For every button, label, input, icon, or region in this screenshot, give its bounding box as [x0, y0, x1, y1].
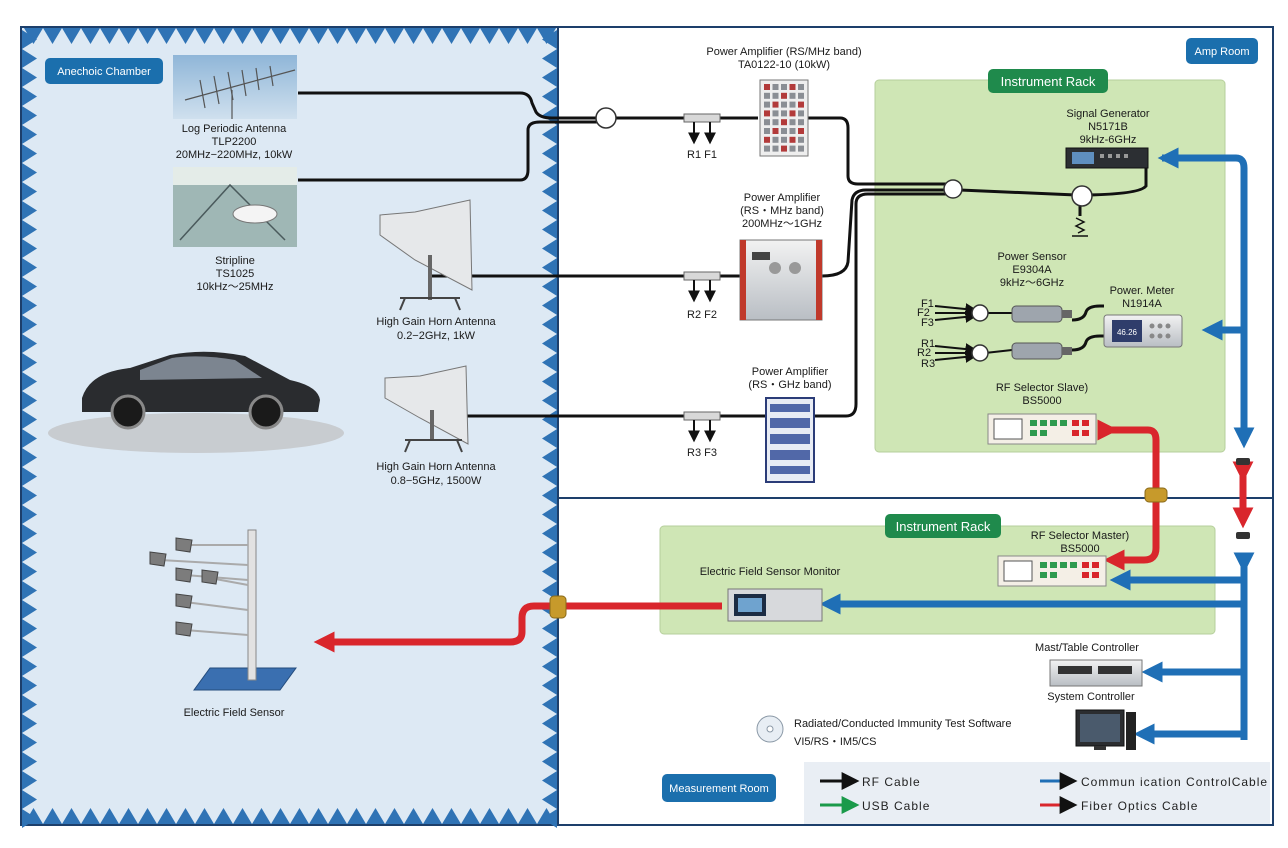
stripline: Stripline TS1025 10kHz〜25MHz [173, 167, 297, 293]
power-amplifier-1: Power Amplifier (RS/MHz band) TA0122-10 … [706, 46, 862, 157]
amp-room-tag: Amp Room [1186, 38, 1258, 64]
amp1-model: TA0122-10 (10kW) [738, 59, 830, 71]
sensor-port-leads [934, 303, 1013, 363]
amp-room-label: Amp Room [1194, 46, 1249, 58]
immunity-software: Radiated/Conducted Immunity Test Softwar… [756, 715, 1011, 748]
horn2-name: High Gain Horn Antenna [376, 461, 496, 473]
amp2-name: Power Amplifier [744, 192, 821, 204]
horn1-range: 0.2−2GHz, 1kW [397, 330, 476, 342]
legend-usb: USB Cable [862, 799, 930, 813]
car-eut [48, 351, 344, 453]
system-controller-label: System Controller [1047, 691, 1135, 703]
legend-comm: Commun ication ControlCable [1081, 775, 1268, 789]
anechoic-chamber-tag: Anechoic Chamber [45, 58, 163, 84]
efs-monitor: Electric Field Sensor Monitor [700, 566, 841, 622]
log-periodic-antenna: Log Periodic Antenna TLP2200 20MHz−220MH… [173, 55, 297, 161]
amp3-band: (RS・GHz band) [748, 379, 831, 391]
legend-rf: RF Cable [862, 775, 921, 789]
sensor-port-labels: F1 F2 F3 R1 R2 R3 [917, 298, 935, 370]
software-name: Radiated/Conducted Immunity Test Softwar… [794, 718, 1011, 730]
meter-readout: 46.26 [1117, 328, 1138, 337]
switch-1-label: R1 F1 [687, 149, 717, 161]
r-switch-icon [971, 344, 989, 362]
horn-antenna-1: High Gain Horn Antenna 0.2−2GHz, 1kW [376, 199, 497, 342]
rf-cables [298, 91, 1148, 418]
horn1-name: High Gain Horn Antenna [376, 316, 496, 328]
sensor-range: 9kHz〜6GHz [1000, 277, 1064, 289]
legend: RF Cable USB Cable Commun ication Contro… [804, 762, 1270, 824]
fiber-feedthrough-2 [549, 595, 567, 619]
sg-model: N5171B [1088, 121, 1128, 133]
rf-selector-master: RF Selector Master) BS5000 [997, 530, 1129, 587]
mast-table-controller: Mast/Table Controller [1035, 642, 1143, 687]
fiber-converter-top-icon [1236, 458, 1250, 465]
port-f1: F1 [921, 298, 934, 310]
power-sensor: Power Sensor E9304A 9kHz〜6GHz [997, 251, 1072, 360]
port-f3: F3 [921, 317, 934, 329]
stripline-name: Stripline [215, 255, 255, 267]
rf-splitters [595, 107, 1093, 362]
efs-monitor-label: Electric Field Sensor Monitor [700, 566, 841, 578]
upper-instrument-rack: Instrument Rack [874, 69, 1226, 453]
power-meter: 46.26 Power. Meter N1914A [1103, 285, 1183, 348]
switch-2-label: R2 F2 [687, 309, 717, 321]
amp1-name: Power Amplifier (RS/MHz band) [706, 46, 861, 58]
input-combiner-icon [595, 107, 617, 129]
meter-name: Power. Meter [1110, 285, 1175, 297]
port-r3: R3 [921, 358, 935, 370]
f-switch-icon [971, 304, 989, 322]
master-model: BS5000 [1060, 543, 1099, 555]
horn2-range: 0.8−5GHz, 1500W [391, 475, 482, 487]
measurement-room-label: Measurement Room [669, 783, 769, 795]
master-name: RF Selector Master) [1031, 530, 1129, 542]
port-f2: F2 [917, 307, 930, 319]
rf-selector-slave: RF Selector Slave) BS5000 [987, 382, 1097, 445]
software-product: VI5/RS・IM5/CS [794, 736, 877, 748]
upper-rack-label: Instrument Rack [1001, 74, 1096, 89]
signal-generator: Signal Generator N5171B 9kHz-6GHz [1065, 108, 1150, 169]
system-controller: System Controller [1047, 691, 1136, 750]
lpa-name: Log Periodic Antenna [182, 123, 287, 135]
amp3-name: Power Amplifier [752, 366, 829, 378]
port-r1: R1 [921, 338, 935, 350]
measurement-room-tag: Measurement Room [662, 774, 776, 802]
electric-field-sensor: Electric Field Sensor [149, 529, 297, 719]
stripline-range: 10kHz〜25MHz [196, 281, 273, 293]
coax-switch-3: R3 F3 [683, 411, 721, 459]
slave-model: BS5000 [1022, 395, 1061, 407]
mast-label: Mast/Table Controller [1035, 642, 1139, 654]
absorber-pattern [22, 28, 557, 828]
sensor-model: E9304A [1012, 264, 1052, 276]
anechoic-chamber-label: Anechoic Chamber [57, 66, 151, 78]
horn-antenna-2: High Gain Horn Antenna 0.8−5GHz, 1500W [376, 365, 497, 487]
power-amplifier-3: Power Amplifier (RS・GHz band) [748, 366, 832, 483]
lower-rack-label: Instrument Rack [896, 519, 991, 534]
amp-combiner-icon [943, 179, 963, 199]
sensor-name: Power Sensor [997, 251, 1066, 263]
power-amplifier-2: Power Amplifier (RS・MHz band) 200MHz〜1GH… [739, 192, 824, 321]
coax-switch-2: R2 F2 [683, 271, 721, 321]
port-r2: R2 [917, 347, 931, 359]
slave-name: RF Selector Slave) [996, 382, 1088, 394]
fiber-feedthrough-1 [1144, 487, 1168, 503]
fiber-converter-bottom-icon [1236, 532, 1250, 539]
switch-3-label: R3 F3 [687, 447, 717, 459]
coax-switch-1: R1 F1 [683, 113, 721, 161]
meter-model: N1914A [1122, 298, 1162, 310]
sg-range: 9kHz-6GHz [1080, 134, 1137, 146]
directional-coupler-icon [1071, 185, 1093, 207]
sg-name: Signal Generator [1066, 108, 1149, 120]
lpa-model: TLP2200 [212, 136, 257, 148]
load-icon [1072, 217, 1088, 237]
stripline-model: TS1025 [216, 268, 255, 280]
amp2-range: 200MHz〜1GHz [742, 218, 822, 230]
communication-cables [819, 154, 1255, 745]
legend-fiber: Fiber Optics Cable [1081, 799, 1198, 813]
amp2-band: (RS・MHz band) [740, 205, 824, 217]
efs-label: Electric Field Sensor [184, 707, 285, 719]
lpa-range: 20MHz−220MHz, 10kW [176, 149, 293, 161]
